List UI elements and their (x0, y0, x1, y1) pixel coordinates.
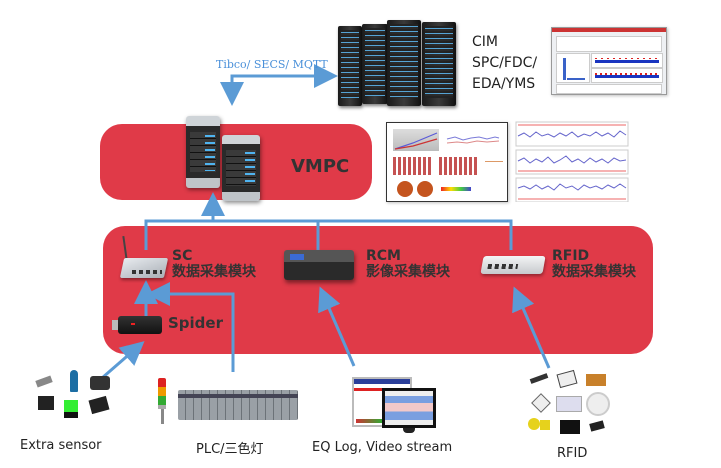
eq-log-monitor-front (382, 388, 436, 428)
rfid-module-title: RFID (552, 248, 590, 264)
rfid-module-subtitle: 数据采集模块 (552, 264, 636, 281)
vmpc-server-1 (186, 116, 220, 188)
cim-line-1: CIM (472, 34, 498, 50)
extra-sensor-label: Extra sensor (20, 438, 102, 453)
dashboard-screenshot (386, 122, 508, 202)
eq-log-monitor-stand (403, 428, 415, 433)
plc-label: PLC/三色灯 (196, 442, 264, 457)
wire-bus (144, 219, 513, 250)
cim-server-rack-4 (422, 22, 456, 106)
cim-server-rack-3 (387, 20, 421, 106)
plc-image (178, 390, 298, 420)
cim-line-2: SPC/FDC/ (472, 55, 538, 71)
extra-sensors-image (30, 368, 120, 426)
wire-rfid-to-module (512, 286, 551, 369)
cim-server-rack-1 (338, 26, 362, 106)
stack-light-image (158, 378, 166, 424)
spc-software-screenshot (551, 27, 667, 95)
sc-label: SC 数据采集模块 (172, 248, 256, 280)
sc-router-device (119, 235, 169, 282)
protocol-label: Tibco/ SECS/ MQTT (216, 58, 328, 71)
rcm-subtitle: 影像采集模块 (366, 264, 450, 281)
wire-eqlog-to-rcm (318, 286, 356, 367)
cim-label: CIM SPC/FDC/ EDA/YMS (472, 32, 537, 95)
rfid-module-device (480, 256, 546, 274)
spider-device (112, 316, 162, 334)
control-chart-screenshot (512, 120, 632, 202)
rfid-label: RFID (557, 446, 588, 461)
sc-subtitle: 数据采集模块 (172, 264, 256, 281)
rfid-tags-image (528, 369, 610, 442)
wire-vmpc-to-cim (230, 64, 338, 102)
control-charts (515, 121, 629, 202)
wire-sensor-to-spider (101, 341, 145, 380)
sc-title: SC (172, 248, 193, 264)
vmpc-label: VMPC (291, 156, 350, 177)
rcm-title: RCM (366, 248, 401, 264)
rfid-module-label: RFID 数据采集模块 (552, 248, 636, 280)
cim-server-rack-2 (362, 24, 388, 104)
eq-log-label: EQ Log, Video stream (312, 440, 453, 455)
collection-modules-panel (103, 226, 653, 354)
vmpc-server-2 (222, 135, 260, 201)
wire-plc-to-sc (146, 282, 235, 372)
rcm-label: RCM 影像采集模块 (366, 248, 450, 280)
spider-label: Spider (168, 314, 223, 332)
rcm-device (284, 250, 354, 280)
cim-line-3: EDA/YMS (472, 76, 536, 92)
